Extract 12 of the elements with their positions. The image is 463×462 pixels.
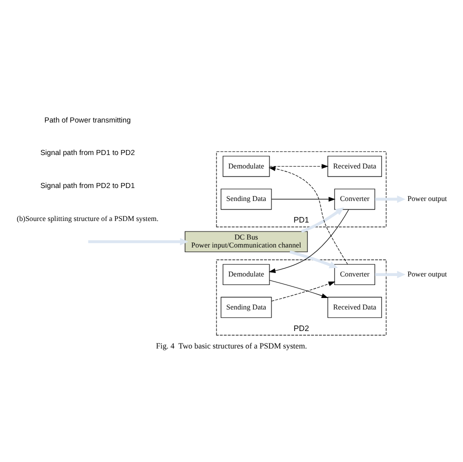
arrow xyxy=(374,195,406,202)
arrow xyxy=(269,163,328,168)
arrow xyxy=(300,206,344,232)
arrow xyxy=(268,166,348,264)
arrow xyxy=(374,270,406,278)
arrow xyxy=(268,208,349,273)
arrow xyxy=(271,196,336,202)
caption: Fig. 4 Two basic structures of a PSDM system. xyxy=(156,340,308,350)
arrow xyxy=(289,250,338,268)
arrow xyxy=(271,281,336,301)
arrow xyxy=(88,238,188,245)
arrow xyxy=(269,280,328,298)
